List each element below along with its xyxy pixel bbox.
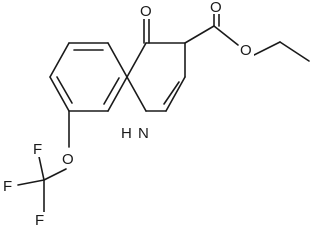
trifluoromethoxy-group <box>17 110 70 213</box>
nitrogen-label: N <box>138 125 149 142</box>
fluorine-left-label: F <box>3 178 12 195</box>
fluorine-top-label: F <box>33 141 42 158</box>
ester-oxygen-label: O <box>240 42 252 59</box>
atom-labels: O O O H N O F F F <box>1 0 254 229</box>
fluorine-bottom-label: F <box>35 212 44 229</box>
benzene-ring <box>49 42 128 112</box>
carbonyl-oxygen-label: O <box>210 0 222 16</box>
ketone-group <box>143 14 150 44</box>
hydrogen-label: H <box>121 125 132 142</box>
pyridinone-ring <box>126 42 186 112</box>
ether-oxygen-label: O <box>62 151 74 168</box>
ketone-oxygen-label: O <box>140 3 152 20</box>
